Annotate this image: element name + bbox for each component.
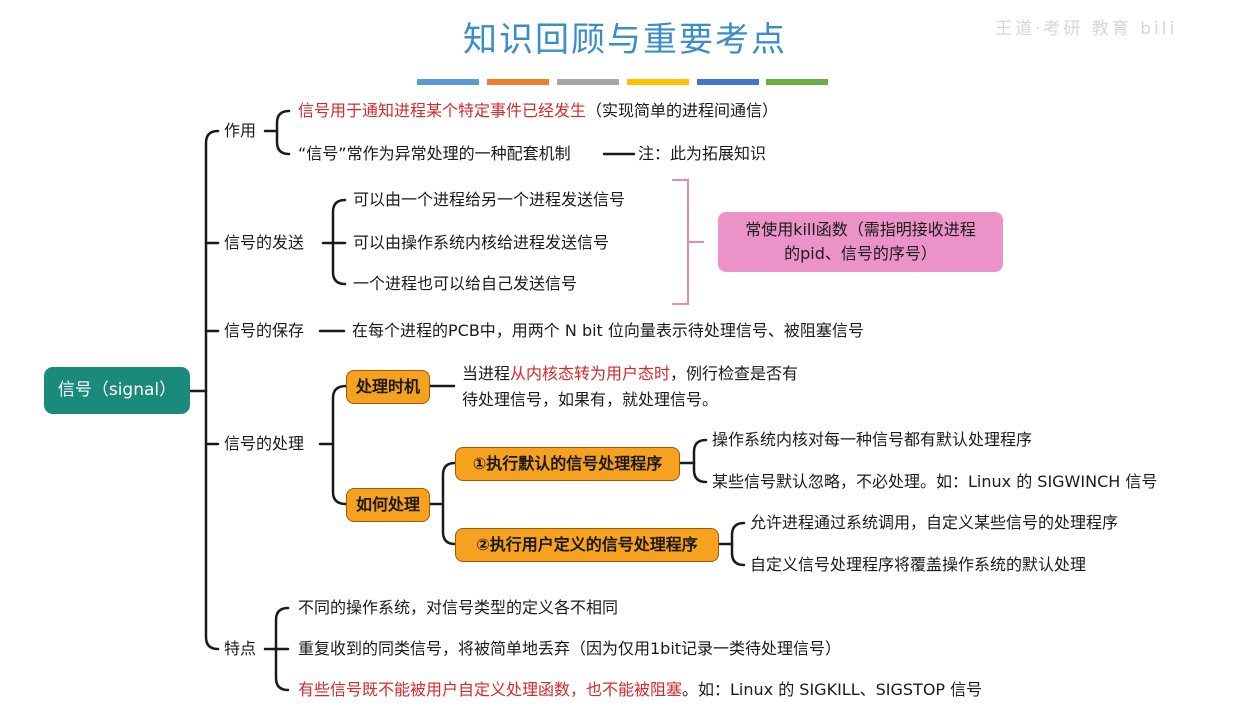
feature-item-3-rest: 。如：Linux 的 SIGKILL、SIGSTOP 信号 — [682, 680, 983, 699]
default-item-1: 操作系统内核对每一种信号都有默认处理程序 — [712, 430, 1033, 449]
user-handler-box: ②执行用户定义的信号处理程序 — [455, 528, 719, 562]
role-item-2-note: 注：此为拓展知识 — [638, 144, 767, 163]
branch-save-label: 信号的保存 — [224, 321, 305, 340]
timing-red: 从内核态转为用户态时 — [510, 364, 671, 383]
branch-role-label: 作用 — [224, 121, 257, 140]
default-item-2: 某些信号默认忽略，不必处理。如：Linux 的 SIGWINCH 信号 — [712, 472, 1158, 491]
color-bar — [557, 79, 619, 85]
branch-handle-label: 信号的处理 — [224, 434, 305, 453]
branch-features-label: 特点 — [224, 639, 257, 658]
color-bar — [487, 79, 549, 85]
root-node: 信号（signal） — [44, 367, 190, 414]
feature-item-3: 有些信号既不能被用户自定义处理函数，也不能被阻塞。如：Linux 的 SIGKI… — [298, 680, 982, 700]
user-item-1: 允许进程通过系统调用，自定义某些信号的处理程序 — [750, 513, 1119, 532]
send-item-2: 可以由操作系统内核给进程发送信号 — [353, 233, 610, 252]
role-item-2: “信号”常作为异常处理的一种配套机制 — [298, 144, 571, 163]
color-bar — [627, 79, 689, 85]
timing-box: 处理时机 — [346, 370, 430, 404]
role-item-1-red: 信号用于通知进程某个特定事件已经发生 — [298, 101, 587, 120]
kill-note-line-2: 的pid、信号的序号） — [784, 244, 937, 263]
color-bar — [697, 79, 759, 85]
kill-function-note: 常使用kill函数（需指明接收进程 的pid、信号的序号） — [718, 212, 1003, 272]
send-item-3: 一个进程也可以给自己发送信号 — [353, 274, 578, 293]
how-box: 如何处理 — [346, 488, 430, 522]
page-title: 知识回顾与重要考点 — [463, 20, 787, 60]
save-text: 在每个进程的PCB中，用两个 N bit 位向量表示待处理信号、被阻塞信号 — [352, 321, 864, 340]
feature-item-3-red: 有些信号既不能被用户自定义处理函数，也不能被阻塞 — [298, 680, 683, 699]
feature-item-1: 不同的操作系统，对信号类型的定义各不相同 — [298, 598, 619, 617]
color-bar — [766, 79, 828, 85]
timing-line-2: 待处理信号，如果有，就处理信号。 — [462, 390, 719, 409]
branch-send-label: 信号的发送 — [224, 233, 305, 252]
send-item-1: 可以由一个进程给另一个进程发送信号 — [353, 190, 626, 209]
feature-item-2: 重复收到的同类信号，将被简单地丢弃（因为仅用1bit记录一类待处理信号） — [298, 639, 842, 658]
kill-note-line-1: 常使用kill函数（需指明接收进程 — [745, 220, 976, 239]
default-handler-box: ①执行默认的信号处理程序 — [455, 447, 680, 481]
role-item-1: 信号用于通知进程某个特定事件已经发生（实现简单的进程间通信） — [298, 101, 778, 121]
role-item-1-rest: （实现简单的进程间通信） — [586, 101, 779, 120]
color-bar — [417, 79, 479, 85]
timing-pre: 当进程 — [462, 364, 511, 383]
timing-post: ，例行检查是否有 — [670, 364, 799, 383]
timing-line-1: 当进程从内核态转为用户态时，例行检查是否有 — [462, 364, 798, 384]
user-item-2: 自定义信号处理程序将覆盖操作系统的默认处理 — [750, 555, 1087, 574]
watermark: 王道·考研 教育 bili — [995, 19, 1178, 39]
